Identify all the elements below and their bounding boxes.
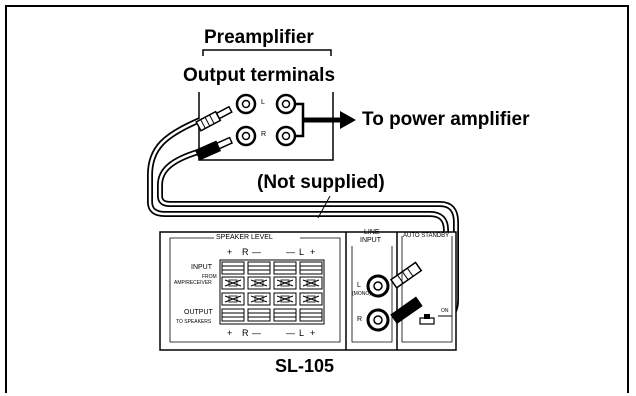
jack-label-l: L bbox=[261, 99, 265, 106]
line-input-title-1: LINE bbox=[364, 229, 380, 236]
line-input-title-2: INPUT bbox=[360, 237, 381, 244]
line-input-mono-label: (MONO) bbox=[352, 291, 371, 297]
polarity-top-1: + bbox=[227, 247, 233, 257]
auto-standby-switch[interactable] bbox=[419, 314, 452, 325]
polarity-bottom-2: R bbox=[242, 328, 249, 338]
leader-line bbox=[317, 195, 331, 219]
terminal-top-1[interactable] bbox=[221, 261, 245, 275]
terminal-block bbox=[219, 259, 325, 325]
preamp-bracket bbox=[202, 49, 332, 56]
polarity-top-4: — bbox=[286, 247, 295, 257]
terminal-low-4[interactable] bbox=[299, 292, 323, 306]
preamp-jack-left-1[interactable] bbox=[235, 93, 257, 115]
polarity-top-5: L bbox=[299, 247, 305, 257]
polarity-bottom-1: + bbox=[227, 328, 233, 338]
sub-plug-r bbox=[390, 296, 423, 325]
auto-standby-title: AUTO STANDBY bbox=[403, 233, 450, 239]
polarity-top-6: + bbox=[310, 247, 316, 257]
line-input-r-label: R bbox=[357, 316, 363, 323]
terminal-top-3[interactable] bbox=[273, 261, 297, 275]
input-sub-1: FROM bbox=[202, 274, 217, 280]
terminal-top-4[interactable] bbox=[299, 261, 323, 275]
speaker-level-frame bbox=[169, 237, 341, 343]
line-input-jack-l[interactable] bbox=[366, 274, 390, 298]
arrow-label: To power amplifier bbox=[362, 109, 530, 130]
polarity-bottom-4: — bbox=[286, 328, 295, 338]
input-label: INPUT bbox=[191, 264, 212, 271]
figure-frame bbox=[5, 5, 629, 393]
preamp-jack-left-2[interactable] bbox=[235, 125, 257, 147]
preamp-subtitle: Output terminals bbox=[183, 65, 336, 86]
terminal-mid-2[interactable] bbox=[247, 276, 271, 290]
line-input-jack-r[interactable] bbox=[366, 308, 390, 332]
terminal-low-2[interactable] bbox=[247, 292, 271, 306]
arrow-head-icon bbox=[340, 111, 356, 129]
output-sub: TO SPEAKERS bbox=[176, 319, 212, 325]
preamp-plug-1 bbox=[195, 105, 233, 132]
auto-standby-on-label: ON bbox=[441, 308, 449, 314]
model-label: SL-105 bbox=[275, 356, 335, 376]
preamp-jack-right-2[interactable] bbox=[275, 125, 297, 147]
preamp-jack-right-1[interactable] bbox=[275, 93, 297, 115]
polarity-top-3: — bbox=[252, 247, 261, 257]
terminal-top-2[interactable] bbox=[247, 261, 271, 275]
line-input-l-label: L bbox=[357, 282, 361, 289]
jack-label-r: R bbox=[261, 131, 267, 138]
cable-inner-1 bbox=[148, 118, 448, 256]
terminal-bottom-1[interactable] bbox=[221, 308, 245, 322]
polarity-bottom-5: L bbox=[299, 328, 305, 338]
polarity-bottom-6: + bbox=[310, 328, 316, 338]
cable-note: (Not supplied) bbox=[257, 172, 385, 193]
polarity-top-2: R bbox=[242, 247, 249, 257]
terminal-bottom-3[interactable] bbox=[273, 308, 297, 322]
terminal-bottom-2[interactable] bbox=[247, 308, 271, 322]
polarity-bottom-3: — bbox=[252, 328, 261, 338]
terminal-mid-1[interactable] bbox=[221, 276, 245, 290]
output-label: OUTPUT bbox=[184, 309, 213, 316]
input-sub-2: AMP/RECEIVER bbox=[174, 280, 212, 286]
output-bracket bbox=[296, 102, 305, 138]
terminal-low-3[interactable] bbox=[273, 292, 297, 306]
line-input-frame bbox=[351, 246, 393, 343]
preamp-title: Preamplifier bbox=[204, 27, 314, 48]
terminal-mid-4[interactable] bbox=[299, 276, 323, 290]
terminal-mid-3[interactable] bbox=[273, 276, 297, 290]
preamp-plug-2 bbox=[194, 136, 234, 161]
terminal-low-1[interactable] bbox=[221, 292, 245, 306]
speaker-level-title: SPEAKER LEVEL bbox=[216, 234, 273, 241]
terminal-bottom-4[interactable] bbox=[299, 308, 323, 322]
auto-standby-frame bbox=[401, 236, 453, 343]
